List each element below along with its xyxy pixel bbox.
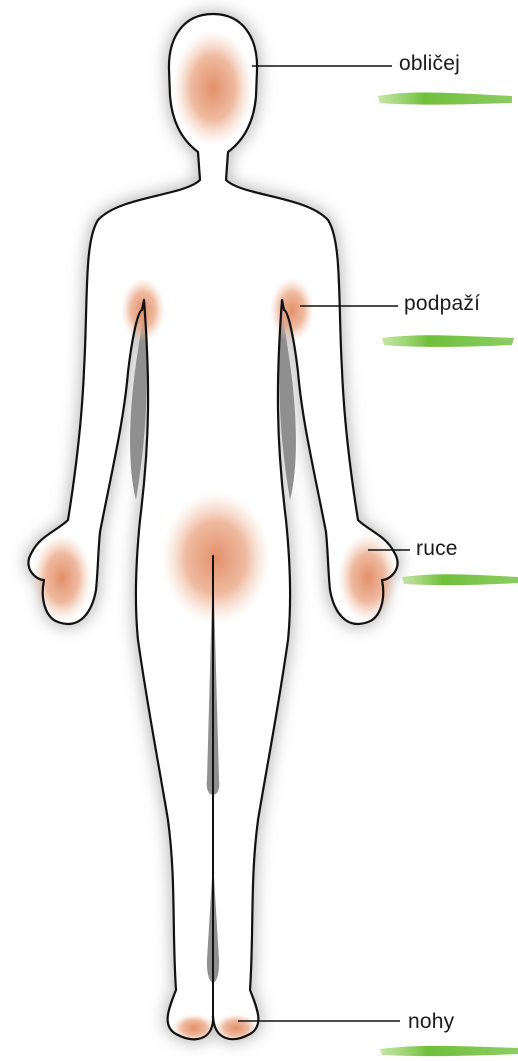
brush-feet <box>380 1046 518 1056</box>
zone-foot-left <box>172 1014 216 1042</box>
label-feet: nohy <box>408 1010 454 1034</box>
label-armpit: podpaží <box>404 292 480 316</box>
brush-hands <box>402 574 518 585</box>
zone-hand-left <box>32 534 92 622</box>
brush-face <box>378 93 512 105</box>
label-face: obličej <box>399 52 460 76</box>
zone-face <box>173 30 253 146</box>
zone-groin <box>162 492 270 624</box>
label-hands: ruce <box>416 537 458 561</box>
brush-armpit <box>382 335 514 347</box>
zone-foot-right <box>214 1014 258 1042</box>
